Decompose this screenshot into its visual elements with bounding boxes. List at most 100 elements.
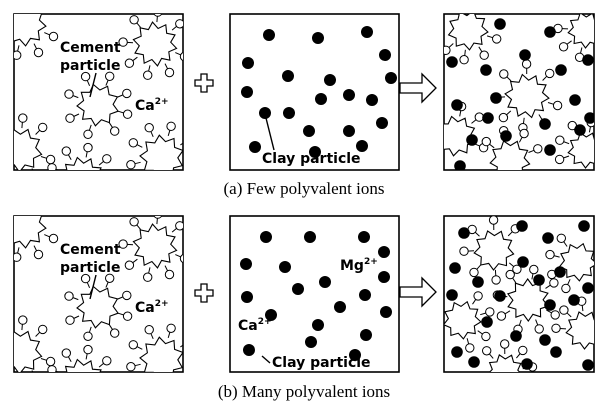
clay-particle-icon xyxy=(582,359,594,371)
cation-ion-icon xyxy=(118,37,128,47)
cement-particle-icon xyxy=(444,14,502,65)
clay-particle-icon xyxy=(446,56,458,68)
clay-particle-icon xyxy=(533,274,545,286)
cation-ion-icon xyxy=(179,254,183,263)
clay-particle-icon xyxy=(472,276,484,288)
cation-ion-icon xyxy=(529,264,539,275)
clay-particle-icon xyxy=(243,344,255,356)
cement-particle-icon xyxy=(64,273,133,341)
cation-ion-icon xyxy=(18,315,28,325)
clay-particle-icon xyxy=(379,49,391,61)
clay-particle-icon xyxy=(309,146,321,158)
clay-particle-icon xyxy=(312,319,324,331)
clay-particle-icon xyxy=(582,282,594,294)
clay-particle-icon xyxy=(521,358,533,370)
cation-ion-icon xyxy=(512,264,522,274)
clay-particle-icon xyxy=(380,306,392,318)
cement-particle-label: Cement particle xyxy=(60,242,121,300)
plus-sign-icon xyxy=(194,283,214,303)
clay-particle-icon xyxy=(569,94,581,106)
clay-particle-icon xyxy=(544,299,556,311)
clay-particle-icon xyxy=(279,261,291,273)
clay-particle-icon xyxy=(582,54,594,66)
cation-ion-icon xyxy=(110,126,120,136)
clay-particle-icon xyxy=(542,232,554,244)
clay-particle-icon xyxy=(263,29,275,41)
cation-ion-icon xyxy=(126,362,136,372)
cation-ion-icon xyxy=(122,311,133,321)
clay-particle-icon xyxy=(574,124,586,136)
clay-particle-icon xyxy=(510,330,522,342)
clay-particle-icon xyxy=(324,74,336,86)
clay-particle-icon xyxy=(343,125,355,137)
cation-ion-icon xyxy=(175,19,183,29)
plus-sign-icon xyxy=(194,73,214,93)
cation-ion-icon xyxy=(554,154,565,165)
clay-particle-icon xyxy=(494,18,506,30)
cation-ion-icon xyxy=(492,34,502,44)
clay-particle-icon xyxy=(385,72,397,84)
clay-particle-icon xyxy=(539,118,551,130)
cation-ion-icon xyxy=(110,374,118,382)
cement-label-leader xyxy=(89,274,97,300)
clay-particle-icon xyxy=(466,134,478,146)
caption-b: (b) Many polyvalent ions xyxy=(218,382,390,401)
cement-particle-icon xyxy=(14,216,59,262)
clay-particle-icon xyxy=(241,86,253,98)
clay-particle-icon xyxy=(260,231,272,243)
cement-particle-icon xyxy=(47,142,112,170)
cation-ion-icon xyxy=(469,267,479,278)
plus-operator-b xyxy=(194,283,214,303)
cation-ion-icon xyxy=(144,123,154,133)
cation-ion-icon xyxy=(124,260,135,270)
clay-particle-icon xyxy=(517,256,529,268)
cation-ion-icon xyxy=(80,71,91,82)
clay-panel-a: Clay particle xyxy=(229,13,400,171)
clay-particle-icon xyxy=(283,107,295,119)
cation-ion-icon xyxy=(518,345,528,356)
clay-particle-icon xyxy=(259,107,271,119)
ca-ion-label: Ca2+ xyxy=(238,317,272,334)
clay-particle-icon xyxy=(578,220,590,232)
cation-ion-icon xyxy=(482,346,492,356)
cation-ion-icon xyxy=(185,135,193,143)
cation-ion-icon xyxy=(166,323,176,333)
arrow-operator-a xyxy=(399,72,437,104)
clay-particle-icon xyxy=(319,276,331,288)
clay-particle-icon xyxy=(265,309,277,321)
cation-ion-icon xyxy=(65,113,75,123)
cation-ion-icon xyxy=(500,339,510,349)
clay-particle-icon xyxy=(312,32,324,44)
row-b: Cement particle Ca2+ Mg2+ Ca2+ Clay part… xyxy=(13,215,595,401)
right-arrow-icon xyxy=(399,276,437,308)
cation-ion-icon xyxy=(550,310,560,320)
clay-particle-icon xyxy=(361,26,373,38)
cation-ion-icon xyxy=(143,272,153,282)
clay-particle-icon xyxy=(568,294,580,306)
clay-particle-icon xyxy=(544,26,556,38)
cation-ion-icon xyxy=(473,291,483,301)
cation-ion-icon xyxy=(144,325,154,335)
cation-ion-icon xyxy=(491,275,501,285)
cement-particle-icon xyxy=(444,291,495,353)
clay-particle-icon xyxy=(378,246,390,258)
cation-ion-icon xyxy=(551,323,561,333)
cement-label-line1: Cement xyxy=(60,40,121,56)
clay-particle-icon xyxy=(249,141,261,153)
clay-particle-icon xyxy=(490,92,502,104)
cation-ion-icon xyxy=(45,356,56,367)
cation-ion-icon xyxy=(126,160,136,170)
clay-particle-icon xyxy=(305,336,317,348)
cation-ion-icon xyxy=(83,331,93,341)
cation-ion-icon xyxy=(559,305,569,315)
clay-particle-icon xyxy=(315,93,327,105)
cation-ion-icon xyxy=(519,128,529,139)
cement-particle-icon xyxy=(545,233,594,294)
cation-ion-icon xyxy=(110,328,120,338)
cement-label-line1: Cement xyxy=(60,242,121,258)
clay-particle-icon xyxy=(343,89,355,101)
caption-a: (a) Few polyvalent ions xyxy=(224,179,385,198)
cement-particle-label: Cement particle xyxy=(60,40,121,98)
cation-ion-icon xyxy=(481,331,491,342)
